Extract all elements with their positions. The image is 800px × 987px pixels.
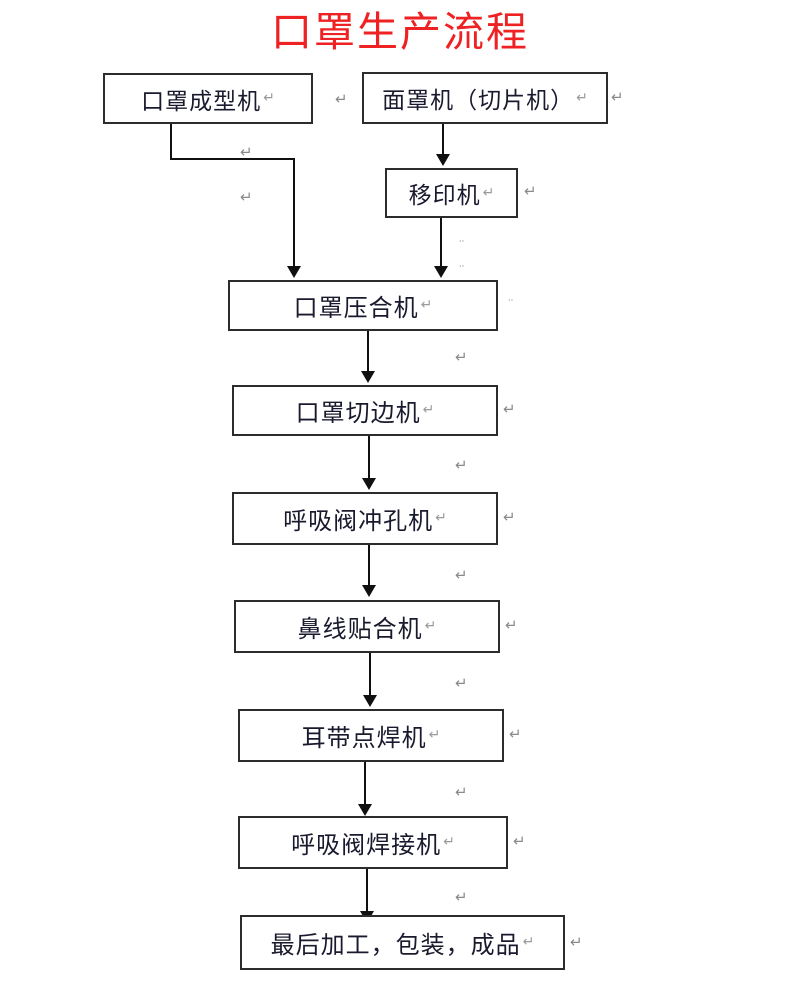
paragraph-mark-icon: ↵ (424, 618, 437, 634)
paragraph-mark-icon: ↵ (420, 297, 433, 313)
node-label: 呼吸阀冲孔机 (283, 509, 434, 535)
paragraph-mark-icon: ↵ (428, 727, 441, 743)
node-valve-punching-machine[interactable]: 呼吸阀冲孔机↵ (232, 492, 498, 545)
paragraph-mark-icon: ↵ (482, 184, 495, 201)
paragraph-mark-icon: ↵ (505, 616, 518, 634)
node-earloop-spot-welder[interactable]: 耳带点焊机↵ (238, 709, 504, 762)
node-label: 口罩压合机 (293, 296, 419, 322)
arrow-head-icon (287, 266, 301, 278)
node-valve-welding-machine[interactable]: 呼吸阀焊接机↵ (238, 816, 508, 869)
node-label: 最后加工，包装，成品 (270, 933, 521, 959)
edge-nosewire-to-earloop (369, 653, 371, 697)
node-face-mask-slicer[interactable]: 面罩机（切片机）↵ (362, 72, 608, 124)
paragraph-mark-icon: ↵ (522, 934, 535, 950)
edge-forming-to-pressing-segment-down2 (293, 158, 295, 268)
arrow-head-icon (362, 585, 376, 597)
node-mask-pressing-machine[interactable]: 口罩压合机↵ (228, 280, 498, 331)
node-mask-forming-machine[interactable]: 口罩成型机↵ (103, 73, 313, 124)
arrow-head-icon (363, 695, 377, 707)
paragraph-mark-icon: ↵ (422, 402, 435, 418)
node-label: 移印机 (408, 183, 481, 208)
node-mask-edge-cutter[interactable]: 口罩切边机↵ (232, 385, 498, 436)
node-label: 面罩机（切片机） (382, 88, 575, 113)
paragraph-mark-icon: ↵ (455, 888, 468, 906)
edge-earloop-to-valvewelder (364, 762, 366, 806)
node-final-processing[interactable]: 最后加工，包装，成品↵ (240, 915, 565, 970)
paragraph-mark-icon: ↵ (335, 90, 348, 108)
node-nose-wire-attacher[interactable]: 鼻线贴合机↵ (234, 600, 500, 653)
page-title: 口罩生产流程 (271, 9, 529, 55)
edge-forming-to-pressing-segment-down (170, 124, 172, 160)
paragraph-mark-icon: ↵ (240, 143, 253, 161)
paragraph-mark-icon: ↵ (455, 674, 468, 692)
paragraph-mark-icon: ↵ (611, 88, 624, 106)
paragraph-mark-icon: ↵ (576, 89, 588, 106)
edge-pressing-to-edgecutter (367, 331, 369, 373)
arrow-head-icon (436, 154, 450, 166)
node-label: 呼吸阀焊接机 (291, 833, 442, 859)
paragraph-mark-icon: ↵ (455, 456, 468, 474)
paragraph-mark-icon: ↵ (455, 348, 468, 366)
paragraph-mark-icon: ↵ (435, 510, 447, 526)
editing-tick-icon: ⸳⸳ (508, 294, 514, 305)
edge-forming-to-pressing-segment-right (170, 158, 295, 160)
arrow-head-icon (361, 371, 375, 383)
arrow-head-icon (434, 266, 448, 278)
edge-slicer-to-padprinting (442, 124, 444, 156)
paragraph-mark-icon: ↵ (240, 188, 253, 206)
paragraph-mark-icon: ↵ (263, 90, 275, 106)
paragraph-mark-icon: ↵ (455, 566, 468, 584)
editing-tick-icon: ⸳⸳ (459, 260, 465, 271)
editing-tick-icon: ⸳⸳ (459, 235, 465, 246)
node-label: 口罩成型机 (141, 88, 262, 114)
arrow-head-icon (358, 804, 372, 816)
edge-padprinting-to-pressing (440, 218, 442, 268)
paragraph-mark-icon: ↵ (443, 834, 455, 850)
paragraph-mark-icon: ↵ (524, 182, 537, 200)
paragraph-mark-icon: ↵ (455, 783, 468, 801)
node-label: 口罩切边机 (295, 401, 421, 427)
paragraph-mark-icon: ↵ (513, 832, 526, 850)
node-label: 耳带点焊机 (301, 726, 427, 752)
edge-valvepunch-to-nosewire (368, 545, 370, 587)
node-label: 鼻线贴合机 (297, 617, 423, 643)
node-pad-printing-machine[interactable]: 移印机↵ (385, 168, 518, 218)
paragraph-mark-icon: ↵ (509, 725, 522, 743)
paragraph-mark-icon: ↵ (503, 400, 516, 418)
edge-edgecutter-to-valvepunch (368, 436, 370, 480)
arrow-head-icon (362, 478, 376, 490)
edge-valvewelder-to-final (366, 869, 368, 913)
paragraph-mark-icon: ↵ (503, 508, 516, 526)
paragraph-mark-icon: ↵ (570, 933, 583, 951)
